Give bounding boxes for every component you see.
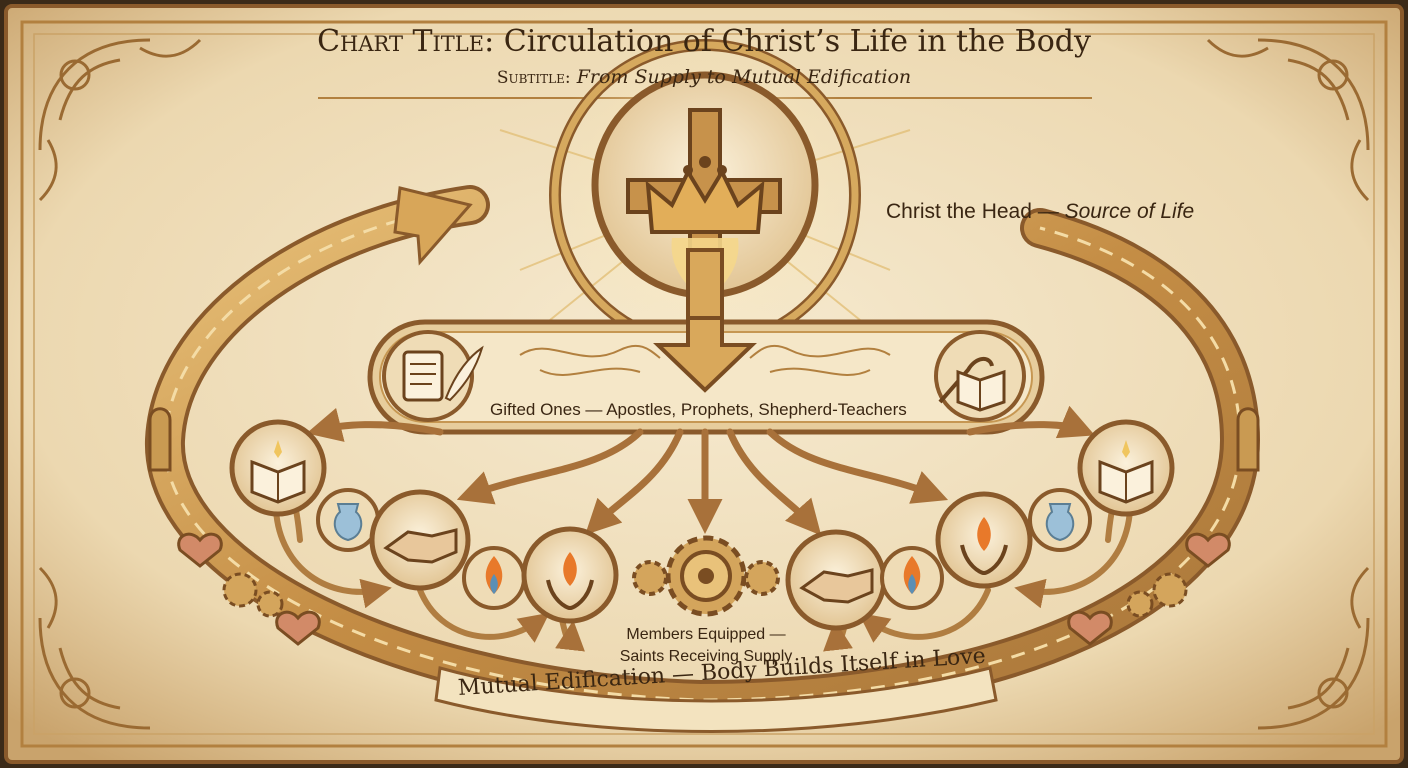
water-jar-icon bbox=[1028, 488, 1092, 552]
flourish-right bbox=[749, 344, 891, 376]
corner-flourish-top-left bbox=[38, 38, 202, 202]
corner-flourish-bottom-right bbox=[1257, 566, 1370, 730]
staff-bible-icon bbox=[934, 330, 1026, 422]
hands-flame-icon bbox=[521, 526, 619, 624]
subtitle-prefix: Subtitle: bbox=[496, 68, 571, 88]
bible-icon bbox=[1077, 419, 1175, 517]
heart-icon bbox=[177, 532, 1231, 646]
flourish-left bbox=[519, 344, 661, 376]
supply-arrow-down-front bbox=[653, 316, 757, 393]
flame-icon bbox=[462, 546, 526, 610]
flame-icon bbox=[880, 546, 944, 610]
crown-icon bbox=[645, 156, 765, 234]
head-label-main: Christ the Head — bbox=[886, 200, 1059, 223]
distribution-arrows bbox=[306, 405, 1095, 536]
members-label-line1: Members Equipped — bbox=[626, 626, 786, 643]
gifted-ones-label: Gifted Ones — Apostles, Prophets, Shephe… bbox=[490, 400, 907, 419]
subtitle-text: From Supply to Mutual Edification bbox=[576, 66, 912, 88]
scroll-quill-icon bbox=[382, 330, 484, 422]
chart-subtitle: Subtitle: From Supply to Mutual Edificat… bbox=[0, 66, 1408, 88]
handshake-icon bbox=[785, 529, 887, 631]
title-text: Circulation of Christ’s Life in the Body bbox=[503, 24, 1091, 59]
members-label-line2: Saints Receiving Supply bbox=[619, 648, 793, 665]
title-prefix: Chart Title: bbox=[317, 24, 495, 59]
head-label-emphasis: Source of Life bbox=[1064, 200, 1195, 223]
corner-flourish-bottom-left bbox=[38, 566, 151, 730]
handshake-icon bbox=[369, 489, 471, 591]
gear-icon bbox=[632, 535, 780, 617]
bible-icon bbox=[229, 419, 327, 517]
circulation-arrow-head bbox=[393, 186, 473, 266]
chart-title: Chart Title: Circulation of Christ’s Lif… bbox=[0, 24, 1408, 59]
corner-flourish-top-right bbox=[1206, 38, 1370, 202]
water-jar-icon bbox=[316, 488, 380, 552]
head-label: Christ the Head — Source of Life bbox=[886, 200, 1194, 224]
border-frame-outer bbox=[20, 20, 1388, 748]
hands-flame-icon bbox=[935, 491, 1033, 589]
gear-icon bbox=[222, 572, 1188, 618]
mutual-edification-banner bbox=[434, 666, 998, 733]
members-label: Members Equipped — Saints Receiving Suppl… bbox=[586, 624, 826, 668]
church-window-icon bbox=[148, 407, 1260, 472]
member-loops bbox=[273, 483, 1135, 652]
circulation-loop-band bbox=[144, 185, 1261, 721]
